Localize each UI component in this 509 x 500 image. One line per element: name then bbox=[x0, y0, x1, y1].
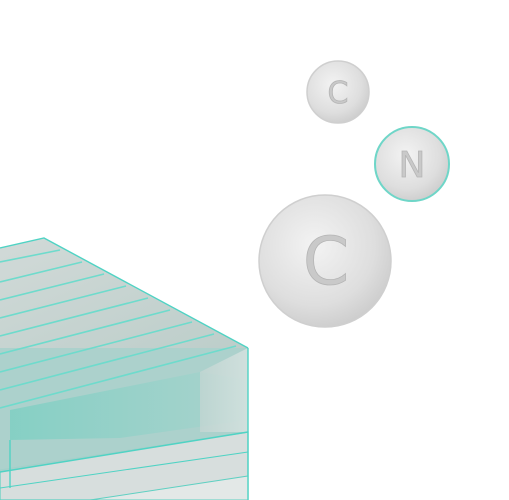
slab-top-edge bbox=[0, 237, 249, 349]
slab-right-face bbox=[200, 348, 248, 432]
slab-stripe bbox=[0, 261, 83, 283]
atom-label: N bbox=[399, 145, 426, 186]
atom-carbon-large: C bbox=[258, 194, 392, 328]
slab-stripe bbox=[0, 249, 61, 263]
slab-lower-layer bbox=[0, 431, 249, 500]
slab-bottom-edge bbox=[0, 431, 249, 473]
slab-stripe bbox=[0, 345, 237, 409]
slab-stripe bbox=[0, 333, 215, 391]
atom-carbon-small: C bbox=[306, 60, 370, 124]
slab-layer-edge bbox=[0, 451, 249, 489]
slab-stripe bbox=[0, 297, 149, 337]
slab-stripe bbox=[0, 321, 193, 373]
atom-label: C bbox=[303, 223, 349, 300]
slab-stripe bbox=[0, 285, 127, 319]
atom-sphere bbox=[258, 194, 392, 328]
atom-sphere bbox=[374, 126, 450, 202]
slab-stripe bbox=[0, 309, 171, 355]
atom-label: C bbox=[328, 76, 349, 111]
slab-stripes bbox=[0, 249, 237, 409]
atom-nitrogen: N bbox=[374, 126, 450, 202]
slab-stripe bbox=[0, 273, 105, 301]
slab-outline bbox=[0, 237, 249, 500]
layered-slab bbox=[0, 237, 249, 500]
slab-front-face bbox=[10, 372, 248, 440]
atom-sphere bbox=[306, 60, 370, 124]
